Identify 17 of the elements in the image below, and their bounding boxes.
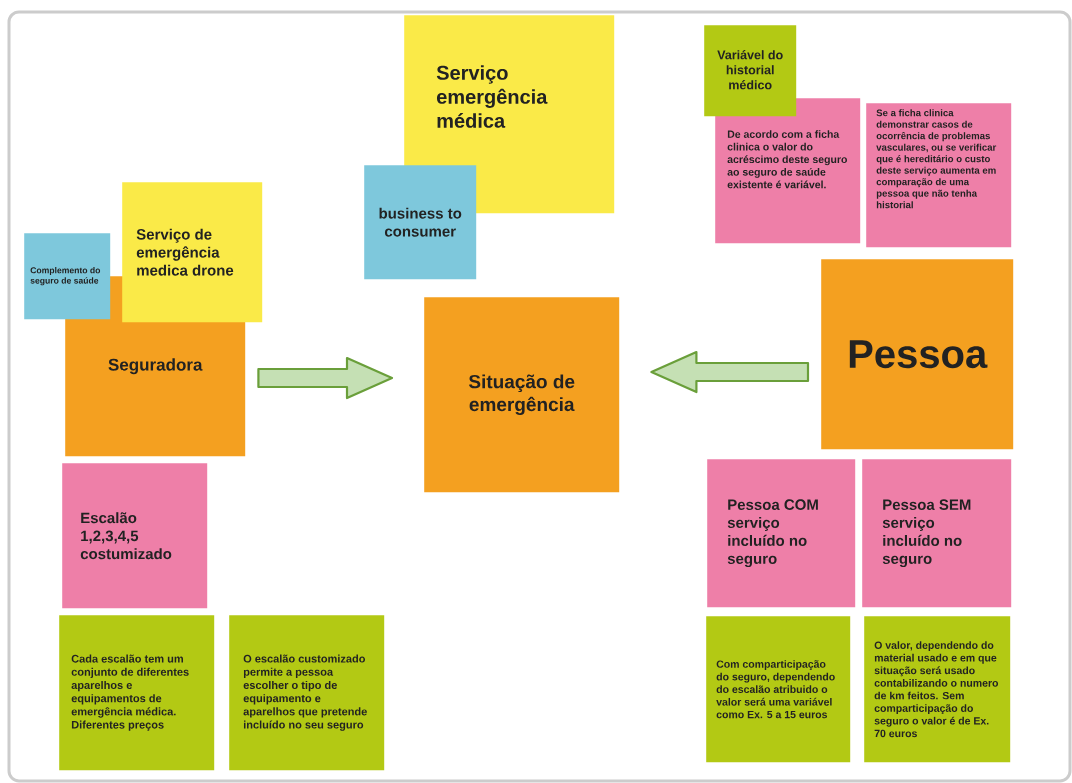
sticky-note: Pessoa [821,259,1014,450]
sticky-note: Escalão 1,2,3,4,5 costumizado [62,463,208,609]
sticky-note: Serviço de emergência medica drone [122,182,263,323]
sticky-note: Variável do historial médico [704,25,797,117]
sticky-note: Pessoa SEM serviço incluído no seguro [862,459,1012,608]
sticky-note: O escalão customizado permite a pessoa escolher o tipo de equipamento e aparelhos que pretende incluído no seu seguro [229,615,385,771]
sticky-note: O valor, dependendo do material usado e em que situação será usado contabilizando o numero de km feitos. Sem comparticipação do seguro o valor é de Ex. 70 euros [864,616,1011,763]
sticky-note: Pessoa COM serviço incluído no seguro [707,459,856,608]
block-arrow [257,356,394,400]
sticky-note: Complemento do seguro de saúde [24,233,111,320]
sticky-note: Cada escalão tem um conjunto de diferentes aparelhos e equipamentos de emergência médica. Diferentes preços [59,615,215,771]
sticky-note: De acordo com a ficha clinica o valor do acréscimo deste seguro ao seguro de saúde existente é variável. [715,98,861,244]
sticky-note: Situação de emergência [424,297,620,493]
block-arrow [650,350,810,394]
sticky-note: Se a ficha clinica demonstrar casos de ocorrência de problemas vasculares, ou se verificar que é hereditário o custo deste serviço aumenta em comparação de uma pessoa que não tenha historial [866,103,1012,248]
sticky-note: Com comparticipação do seguro, dependendo do escalão atribuido o valor será uma variável como Ex. 5 a 15 euros [706,616,851,763]
sticky-note: business to consumer [364,165,477,280]
